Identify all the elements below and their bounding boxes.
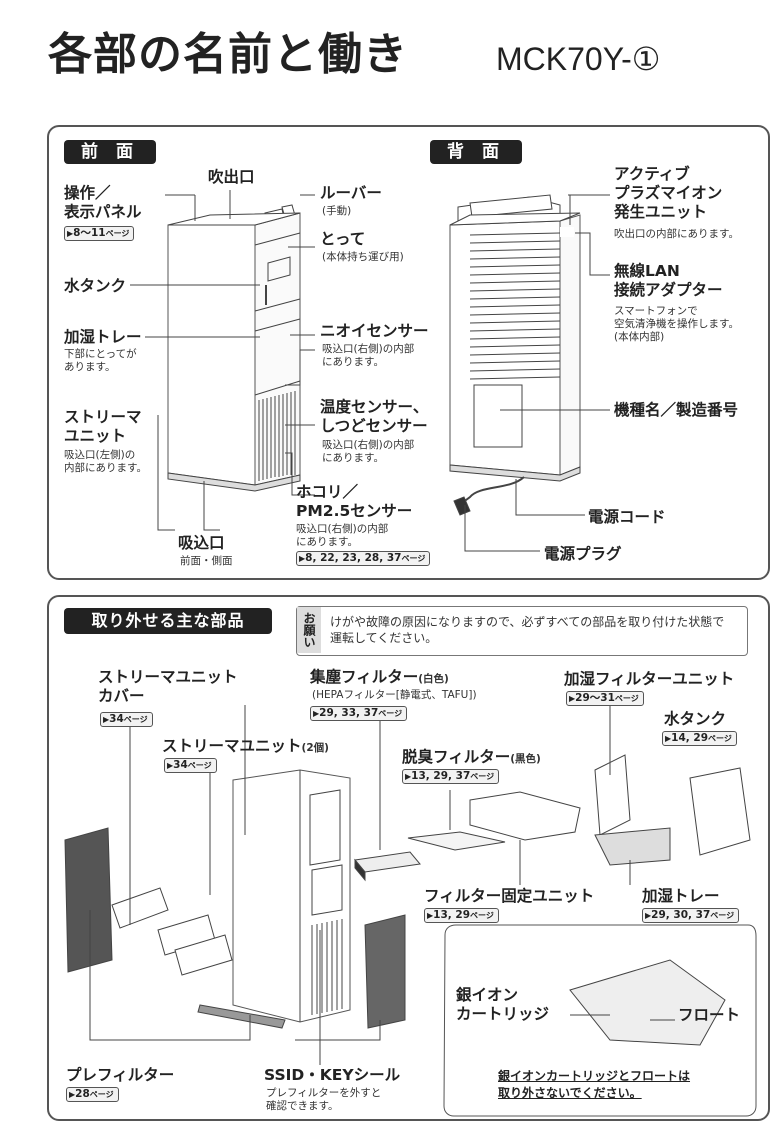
label-wireless-lan: 無線LAN 接続アダプター	[614, 262, 723, 299]
label-water-tank-part: 水タンク	[664, 710, 727, 728]
label-intake: 吸込口	[178, 534, 225, 552]
front-unit-illustration	[130, 190, 315, 531]
model-number: MCK70Y-①	[496, 41, 661, 77]
inset-note: 銀イオンカートリッジとフロートは 取り外さないでください。	[498, 1069, 691, 1100]
label-ssid-key-sticker: SSID・KEYシール	[264, 1066, 401, 1084]
parts-header: 取り外せる主な部品	[64, 608, 272, 634]
page-title: 各部の名前と働き	[48, 29, 408, 80]
front-back-panel	[47, 125, 770, 580]
caution-tag: お願い	[297, 607, 321, 653]
dust-filter-note: (HEPAフィルター[静電式、TAFU])	[312, 689, 477, 701]
dust-note: 吸込口(右側)の内部 にあります。	[296, 523, 389, 548]
ssid-note: プレフィルターを外すと 確認できます。	[266, 1087, 382, 1112]
back-unit-illustration	[449, 194, 610, 552]
label-filter-fixing-unit: フィルター固定ユニット	[424, 887, 595, 905]
streamer-note: 吸込口(左側)の 内部にあります。	[64, 449, 147, 474]
tray-note: 下部にとってが あります。	[64, 348, 137, 373]
label-silver-ion-cartridge: 銀イオン カートリッジ	[456, 986, 550, 1023]
louver-note: (手動)	[322, 205, 352, 217]
intake-note: 前面・側面	[180, 555, 233, 567]
label-prefilter: プレフィルター	[66, 1066, 175, 1084]
label-louver: ルーバー	[320, 184, 382, 202]
parts-panel	[47, 595, 770, 1121]
ref-prefilter: ▶28ページ	[66, 1087, 119, 1102]
label-streamer-unit: ストリーマ ユニット	[64, 408, 142, 445]
ref-humidifier-tray: ▶29, 30, 37ページ	[642, 908, 740, 923]
front-header: 前 面	[64, 140, 156, 164]
label-odor-sensor: ニオイセンサー	[320, 322, 429, 340]
label-humidifier-tray-part: 加湿トレー	[642, 887, 720, 905]
label-humidifier-tray: 加湿トレー	[64, 328, 142, 346]
label-plasma-unit: アクティブ プラズマイオン 発生ユニット	[614, 165, 723, 221]
label-serial-number: 機種名／製造番号	[614, 401, 739, 419]
label-dust-sensor: ホコリ／ PM2.5センサー	[296, 483, 413, 520]
label-temp-humidity-sensor: 温度センサー、 しつどセンサー	[320, 398, 429, 435]
odor-note: 吸込口(右側)の内部 にあります。	[322, 343, 415, 368]
label-humidifier-filter-unit: 加湿フィルターユニット	[564, 670, 735, 688]
label-streamer-cover: ストリーマユニット カバー	[98, 668, 238, 705]
caution-box	[296, 606, 748, 656]
caution-text: けがや故障の原因になりますので、必ずすべての部品を取り付けた状態で 運転してくだ…	[330, 615, 725, 645]
plasma-note: 吹出口の内部にあります。	[614, 228, 739, 240]
ref-water-tank: ▶14, 29ページ	[662, 731, 737, 746]
label-handle: とって	[320, 230, 366, 248]
parts-illustration	[64, 705, 757, 1117]
handle-note: (本体持ち運び用)	[322, 251, 404, 263]
label-streamer-unit-part: ストリーマユニット(2個)	[162, 737, 329, 755]
label-power-cord: 電源コード	[588, 508, 666, 526]
ref-streamer-unit: ▶34ページ	[164, 758, 217, 773]
ref-dust-filter: ▶29, 33, 37ページ	[310, 706, 408, 721]
temp-note: 吸込口(右側)の内部 にあります。	[322, 439, 415, 464]
ref-control-panel: ▶8～11ページ	[64, 226, 135, 241]
ref-streamer-cover: ▶34ページ	[100, 712, 153, 727]
label-float: フロート	[678, 1006, 741, 1024]
ref-deodorizing-filter: ▶13, 29, 37ページ	[402, 769, 500, 784]
back-header: 背 面	[430, 140, 522, 164]
lan-note: スマートフォンで 空気清浄機を操作します。 (本体内部)	[614, 305, 739, 343]
label-power-plug: 電源プラグ	[544, 545, 622, 563]
label-deodorizing-filter: 脱臭フィルター(黒色)	[402, 748, 541, 766]
label-dust-filter: 集塵フィルター(白色)	[310, 668, 449, 686]
label-control-panel: 操作／ 表示パネル	[64, 184, 142, 221]
ref-filter-fixing-unit: ▶13, 29ページ	[424, 908, 499, 923]
ref-humidifier-filter-unit: ▶29～31ページ	[566, 691, 644, 706]
label-outlet: 吹出口	[208, 168, 255, 186]
label-water-tank: 水タンク	[64, 277, 127, 295]
ref-dust-sensor: ▶8, 22, 23, 28, 37ページ	[296, 551, 431, 566]
